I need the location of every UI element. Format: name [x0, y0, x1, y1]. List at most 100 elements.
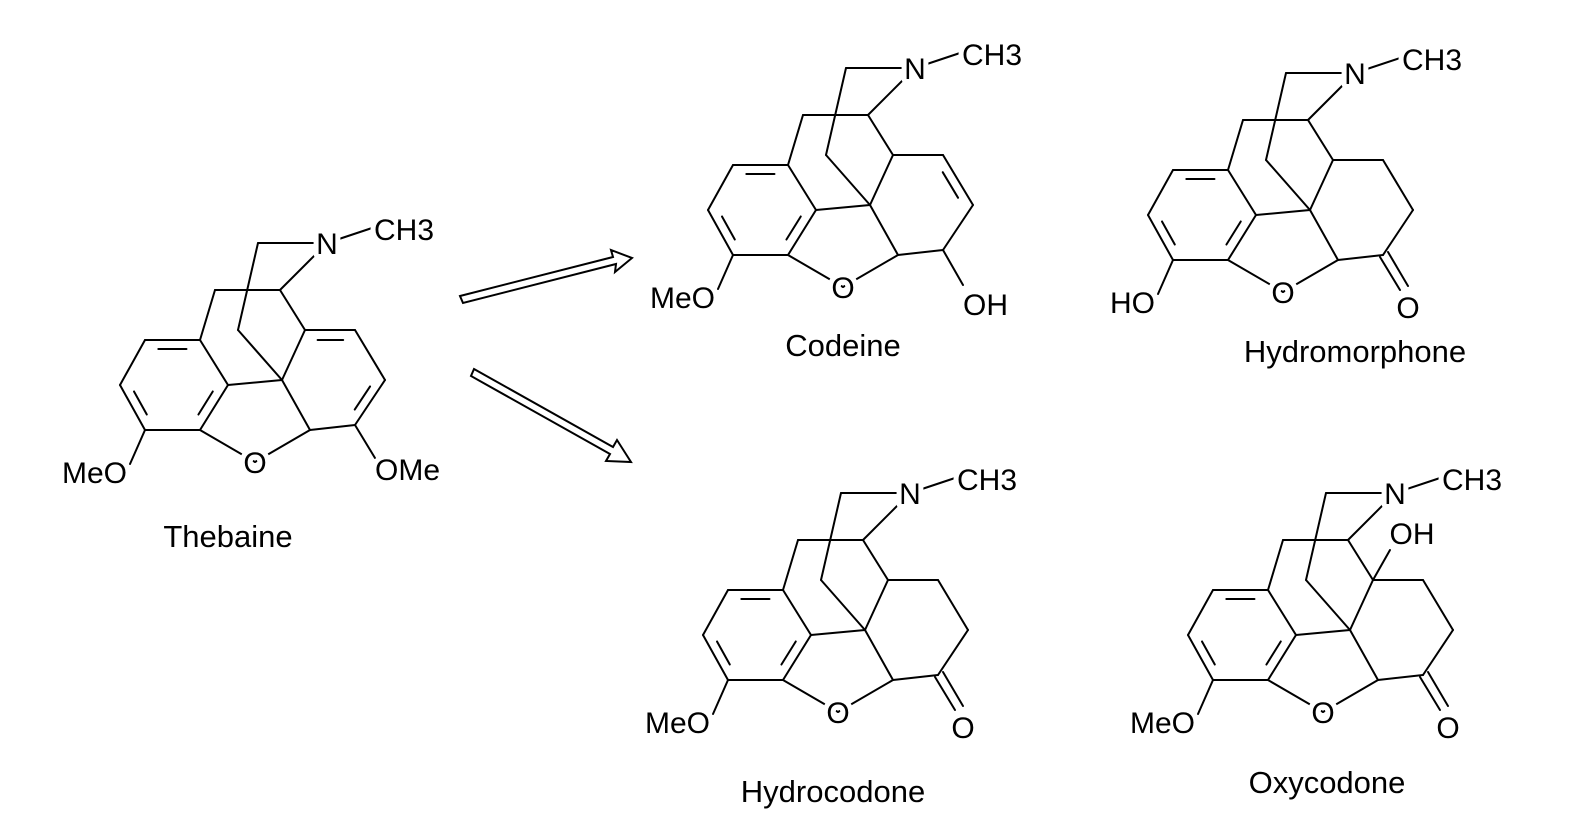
compound-name: Hydrocodone — [741, 774, 925, 809]
bond — [1265, 159, 1311, 211]
bond — [712, 679, 729, 715]
bond — [820, 492, 842, 581]
bond — [1305, 492, 1327, 581]
left-substituent-label: MeO — [1130, 707, 1195, 740]
aromatic-double-bond — [716, 640, 731, 666]
methyl-label: CH3 — [1442, 464, 1502, 497]
compound-name: Hydromorphone — [1244, 334, 1466, 369]
ring-oxygen-label: O — [1311, 697, 1334, 730]
bond — [909, 477, 956, 494]
bond — [1307, 72, 1356, 121]
left-substituent-label: MeO — [62, 457, 127, 490]
bond — [354, 329, 386, 381]
bond — [1347, 492, 1396, 541]
bond — [1427, 671, 1449, 707]
bond — [354, 424, 376, 459]
methoxy-label: OMe — [375, 454, 440, 487]
bond — [1419, 676, 1441, 711]
ketone-oxygen-label: O — [1396, 292, 1419, 325]
reaction-arrow-upper — [458, 248, 634, 305]
bond — [864, 579, 889, 631]
bond — [1337, 254, 1384, 261]
bond — [1347, 539, 1374, 581]
ring-oxygen-label: O — [826, 697, 849, 730]
nitrogen-label: N — [1384, 478, 1406, 511]
bond — [1394, 477, 1441, 494]
bond — [782, 634, 812, 681]
bond — [942, 671, 964, 707]
bond — [892, 674, 939, 681]
bond — [717, 254, 734, 290]
bond — [837, 679, 894, 713]
bond — [1349, 579, 1374, 631]
compound-name: Oxycodone — [1249, 765, 1406, 800]
bond — [869, 154, 894, 206]
bond — [702, 589, 729, 636]
bond — [279, 242, 328, 291]
double-bond — [941, 171, 960, 199]
methyl-label: CH3 — [957, 464, 1017, 497]
bond — [1267, 589, 1297, 636]
bond — [1309, 159, 1334, 211]
bond — [326, 227, 373, 244]
nitrogen-label: N — [899, 478, 921, 511]
ring-oxygen-label: O — [243, 447, 266, 480]
compound-name: Thebaine — [163, 519, 292, 554]
bond — [1305, 579, 1351, 631]
bond — [1227, 169, 1257, 216]
aromatic-double-bond — [780, 640, 797, 666]
reaction-arrow-lower — [469, 367, 633, 464]
bond — [1307, 119, 1334, 161]
nitrogen-label: N — [1344, 58, 1366, 91]
bond — [825, 154, 871, 206]
bond — [914, 52, 961, 69]
bond — [1377, 674, 1424, 681]
bond — [1422, 629, 1454, 676]
bond — [1349, 629, 1379, 681]
bond — [702, 634, 729, 681]
bond — [937, 629, 969, 676]
bond — [281, 329, 306, 381]
ketone-oxygen-label: O — [951, 712, 974, 745]
bond — [119, 384, 146, 431]
bond — [354, 379, 386, 426]
bond — [254, 429, 311, 463]
hydroxyl-label: OH — [963, 289, 1008, 322]
bond — [1267, 679, 1324, 713]
bond — [279, 289, 306, 331]
bond — [1265, 72, 1287, 161]
bond — [842, 254, 899, 288]
bond — [309, 424, 356, 431]
bond — [1372, 549, 1391, 581]
bond — [937, 579, 969, 631]
compound-name: Codeine — [785, 328, 900, 363]
bond — [862, 539, 889, 581]
bond — [934, 676, 956, 711]
double-bond — [353, 385, 372, 411]
aromatic-double-bond — [197, 390, 214, 416]
aromatic-double-bond — [133, 390, 148, 416]
bond — [1387, 251, 1409, 287]
aromatic-double-bond — [1161, 220, 1176, 246]
bond — [787, 164, 817, 211]
bond — [1187, 634, 1214, 681]
methyl-label: CH3 — [374, 214, 434, 247]
methyl-label: CH3 — [1402, 44, 1462, 77]
bond — [864, 629, 894, 681]
bond — [1309, 209, 1339, 261]
aromatic-double-bond — [1265, 640, 1282, 666]
bond — [199, 429, 256, 463]
bond — [1147, 214, 1174, 261]
bond — [1157, 259, 1174, 295]
bond — [1227, 119, 1244, 171]
nitrogen-label: N — [316, 228, 338, 261]
bond — [1227, 214, 1257, 261]
bond — [782, 539, 799, 591]
bond — [787, 114, 804, 166]
bond — [237, 329, 283, 381]
ring-oxygen-label: O — [831, 272, 854, 305]
